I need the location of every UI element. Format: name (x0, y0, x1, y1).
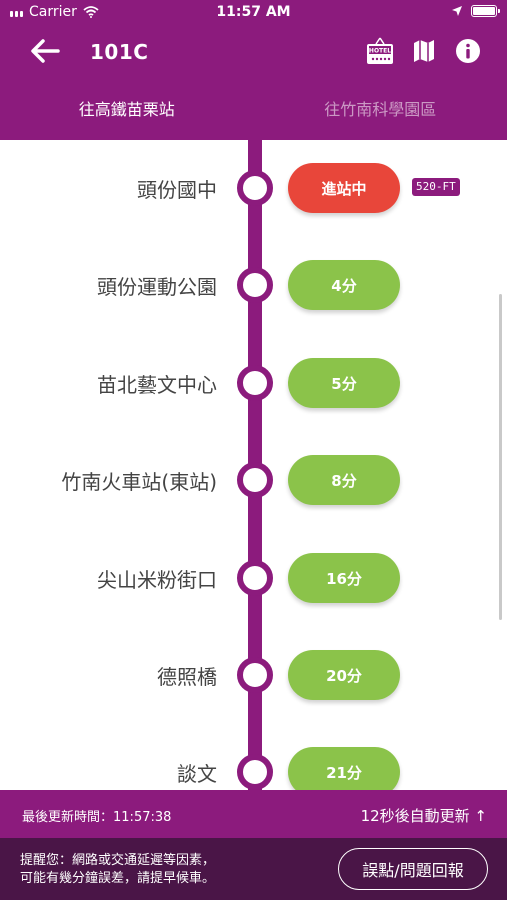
stop-row: 頭份運動公園 4分 (0, 254, 507, 314)
delay-notice-line: 可能有幾分鐘誤差，請提早候車。 (20, 871, 216, 886)
last-updated: 最後更新時間：11:57:38 (22, 806, 171, 825)
stop-marker (237, 365, 273, 401)
last-updated-label: 最後更新時間： (22, 810, 114, 825)
report-issue-button[interactable]: 誤點/問題回報 (338, 848, 488, 890)
delay-notice: 提醒您：網路或交通延遲等因素， 可能有幾分鐘誤差，請提早候車。 (20, 852, 215, 888)
stop-marker (237, 267, 273, 303)
signal-icon (10, 7, 23, 17)
eta-badge[interactable]: 21分 (288, 747, 400, 790)
update-bar: 最後更新時間：11:57:38 12秒後自動更新 ↑ (0, 790, 507, 838)
stop-marker (237, 170, 273, 206)
stop-marker (237, 560, 273, 596)
wifi-icon (83, 6, 99, 18)
battery-icon (471, 5, 500, 17)
eta-badge[interactable]: 20分 (288, 650, 400, 700)
stop-marker (237, 657, 273, 693)
stop-row: 尖山米粉街口 16分 (0, 547, 507, 607)
tab-to-zhunan-science-park[interactable]: 往竹南科學園區 (324, 100, 437, 119)
stop-row: 苗北藝文中心 5分 (0, 352, 507, 412)
back-button[interactable] (28, 36, 64, 68)
info-button[interactable] (453, 36, 483, 66)
eta-badge[interactable]: 5分 (288, 358, 400, 408)
auto-refresh-countdown[interactable]: 12秒後自動更新 ↑ (360, 807, 487, 825)
stop-row: 頭份國中 進站中 520-FT (0, 157, 507, 217)
route-number: 101C (90, 40, 149, 64)
status-time: 11:57 AM (216, 4, 291, 20)
direction-tabs: 往高鐵苗栗站 往竹南科學園區 (0, 88, 507, 134)
last-updated-time: 11:57:38 (113, 810, 172, 825)
eta-badge[interactable]: 8分 (288, 455, 400, 505)
stop-row: 德照橋 20分 (0, 644, 507, 704)
svg-text:HOTEL: HOTEL (369, 48, 391, 55)
eta-badge[interactable]: 16分 (288, 553, 400, 603)
location-arrow-icon (452, 6, 462, 16)
map-icon (414, 40, 434, 62)
delay-notice-line: 提醒您：網路或交通延遲等因素， (20, 853, 216, 868)
map-button[interactable] (409, 36, 439, 66)
eta-badge[interactable]: 進站中 (288, 163, 400, 213)
stop-name: 頭份國中 (137, 178, 217, 202)
stop-name: 竹南火車站(東站) (61, 470, 217, 494)
stop-name: 苗北藝文中心 (97, 373, 217, 397)
tab-to-hsr-miaoli[interactable]: 往高鐵苗栗站 (78, 100, 175, 119)
nav-bar: 101C HOTEL (0, 30, 507, 74)
status-bar: Carrier 11:57 AM (0, 0, 507, 26)
eta-badge[interactable]: 4分 (288, 260, 400, 310)
stop-name: 尖山米粉街口 (97, 568, 217, 592)
carrier-label: Carrier (29, 4, 77, 20)
scrollbar[interactable] (499, 294, 502, 620)
info-icon (456, 39, 480, 63)
bus-plate-badge: 520-FT (412, 178, 460, 196)
stop-row: 談文 21分 (0, 741, 507, 790)
stop-row: 竹南火車站(東站) 8分 (0, 449, 507, 509)
footer: 提醒您：網路或交通延遲等因素， 可能有幾分鐘誤差，請提早候車。 誤點/問題回報 (0, 838, 507, 900)
stop-marker (237, 754, 273, 790)
stop-name: 談文 (177, 762, 217, 786)
stop-name: 頭份運動公園 (97, 275, 217, 299)
app-header: Carrier 11:57 AM 101C (0, 0, 507, 140)
stop-list[interactable]: 頭份國中 進站中 520-FT 頭份運動公園 4分 苗北藝文中心 5分 竹南火車… (0, 140, 507, 790)
stop-name: 德照橋 (157, 665, 217, 689)
hotel-icon: HOTEL (367, 37, 393, 64)
back-arrow-icon (31, 39, 60, 63)
stop-marker (237, 462, 273, 498)
hotel-button[interactable]: HOTEL (365, 36, 395, 66)
